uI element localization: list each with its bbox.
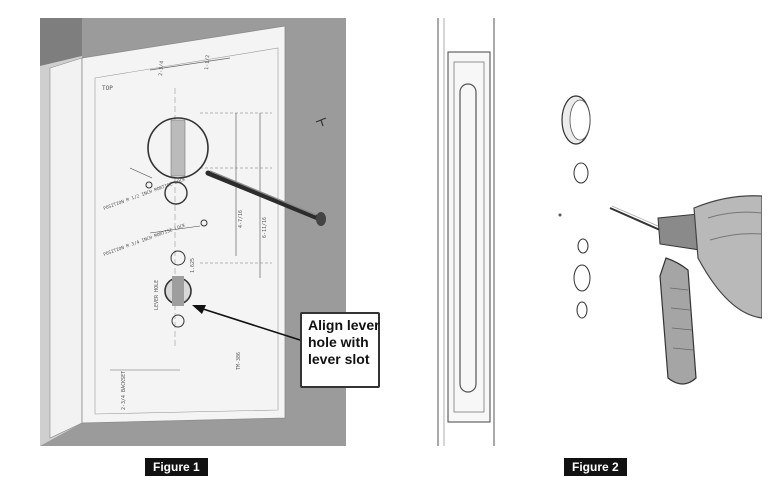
template-backset-label: 2-3/4 BACKSET — [121, 371, 127, 410]
figure-2-illustration — [398, 18, 762, 446]
door-template-drawing: TOP 2-3/4 1-1/2 4-7/16 6-11/16 1.625 LEV… — [40, 18, 327, 446]
align-lever-callout: Align lever hole with lever slot — [300, 312, 380, 388]
template-dim-b: 1-1/2 — [204, 55, 211, 71]
template-dim-e: 1.625 — [190, 258, 196, 273]
callout-line-2: hole with — [308, 334, 369, 350]
callout-line-3: lever slot — [308, 351, 370, 367]
template-lever-hole-label: LEVER HOLE — [154, 280, 160, 310]
template-top-label: TOP — [102, 85, 113, 92]
callout-line-1: Align lever — [308, 317, 380, 333]
figure-1-illustration: TOP 2-3/4 1-1/2 4-7/16 6-11/16 1.625 LEV… — [40, 18, 346, 446]
figure-1-caption: Figure 1 — [145, 458, 208, 476]
template-dim-a: 2-3/4 — [158, 61, 165, 77]
template-part-no: TM-386 — [236, 352, 242, 370]
template-dim-c: 4-7/16 — [238, 210, 244, 228]
drill-door-drawing — [437, 18, 762, 446]
template-dim-d: 6-11/16 — [262, 217, 268, 238]
figure-2-caption: Figure 2 — [564, 458, 627, 476]
